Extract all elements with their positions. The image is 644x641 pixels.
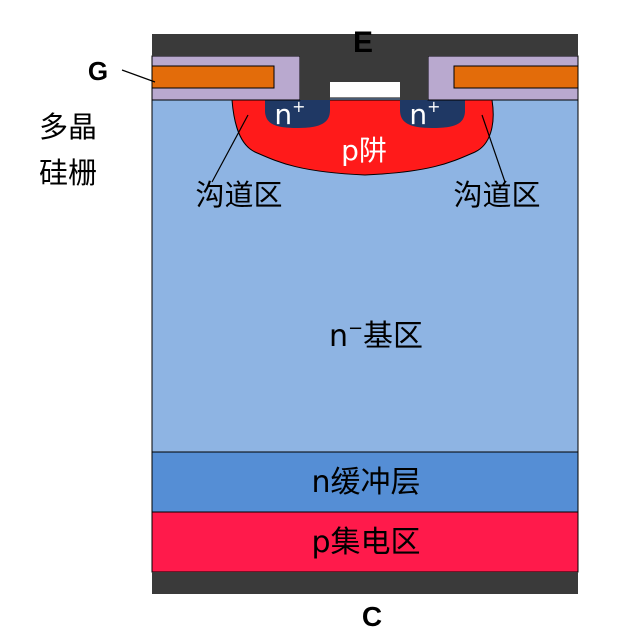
n-plus-label-right: n+ <box>409 97 440 131</box>
collector-region-label: p集电区 <box>311 525 420 560</box>
gate-label: G <box>88 56 108 86</box>
gate-poly-left <box>151 65 275 89</box>
buffer-layer-label: n缓冲层 <box>311 465 420 500</box>
channel-label-left: 沟道区 <box>195 178 282 212</box>
collector-label: C <box>362 601 382 632</box>
channel-leader-line-left <box>211 114 249 183</box>
gate-poly-right <box>453 65 579 89</box>
gate-material-label-line1: 多晶 <box>39 110 97 144</box>
channel-leader-line-right <box>481 114 506 183</box>
emitter-label: E <box>353 26 373 59</box>
p-collector-region <box>151 511 579 573</box>
collector-metal <box>152 572 578 594</box>
n-buffer-layer <box>151 451 579 513</box>
n-plus-region-right <box>400 100 465 128</box>
n-plus-region-left <box>265 100 330 128</box>
emitter-metal <box>152 34 578 100</box>
p-well-label: p阱 <box>341 134 387 167</box>
drift-region-label: n−基区 <box>329 318 423 354</box>
gate-material-label-line2: 硅栅 <box>39 156 97 190</box>
n-plus-label-left: n+ <box>274 97 305 131</box>
channel-label-right: 沟道区 <box>453 178 540 212</box>
gate-leader-line <box>121 69 156 83</box>
